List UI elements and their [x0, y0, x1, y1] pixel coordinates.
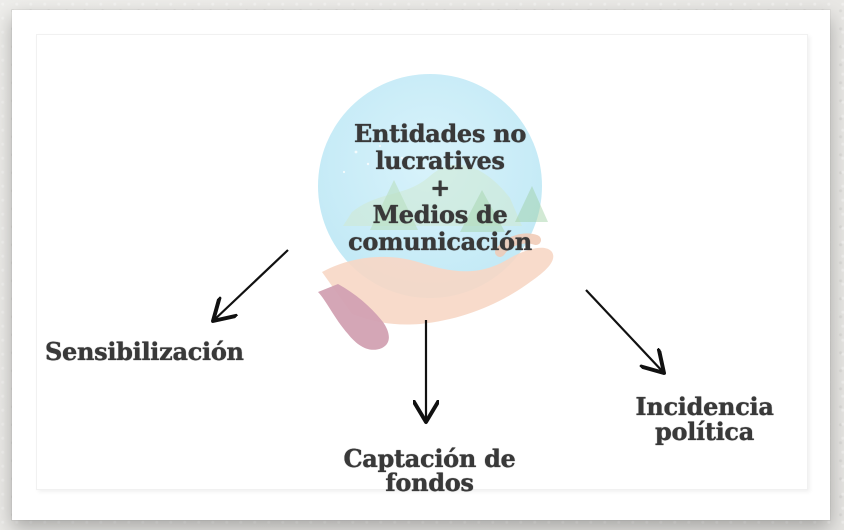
- sensibilizacion-label: Sensibilización: [45, 337, 244, 366]
- captacion-label: Captación de fondos: [327, 447, 532, 495]
- center-label: Entidades no lucratives + Medios de comu…: [322, 120, 558, 255]
- center-line-5: comunicación: [348, 227, 532, 256]
- incidencia-line-2: política: [655, 417, 754, 446]
- incidencia-label: Incidencia política: [622, 394, 787, 444]
- center-line-1: Entidades no: [353, 119, 527, 148]
- captacion-line-2: fondos: [385, 468, 474, 497]
- center-line-4: Medios de: [372, 200, 508, 229]
- incidencia-line-1: Incidencia: [635, 392, 774, 421]
- center-line-3: +: [430, 173, 450, 202]
- captacion-line-1: Captación de: [343, 444, 516, 473]
- center-line-2: lucratives: [375, 146, 505, 175]
